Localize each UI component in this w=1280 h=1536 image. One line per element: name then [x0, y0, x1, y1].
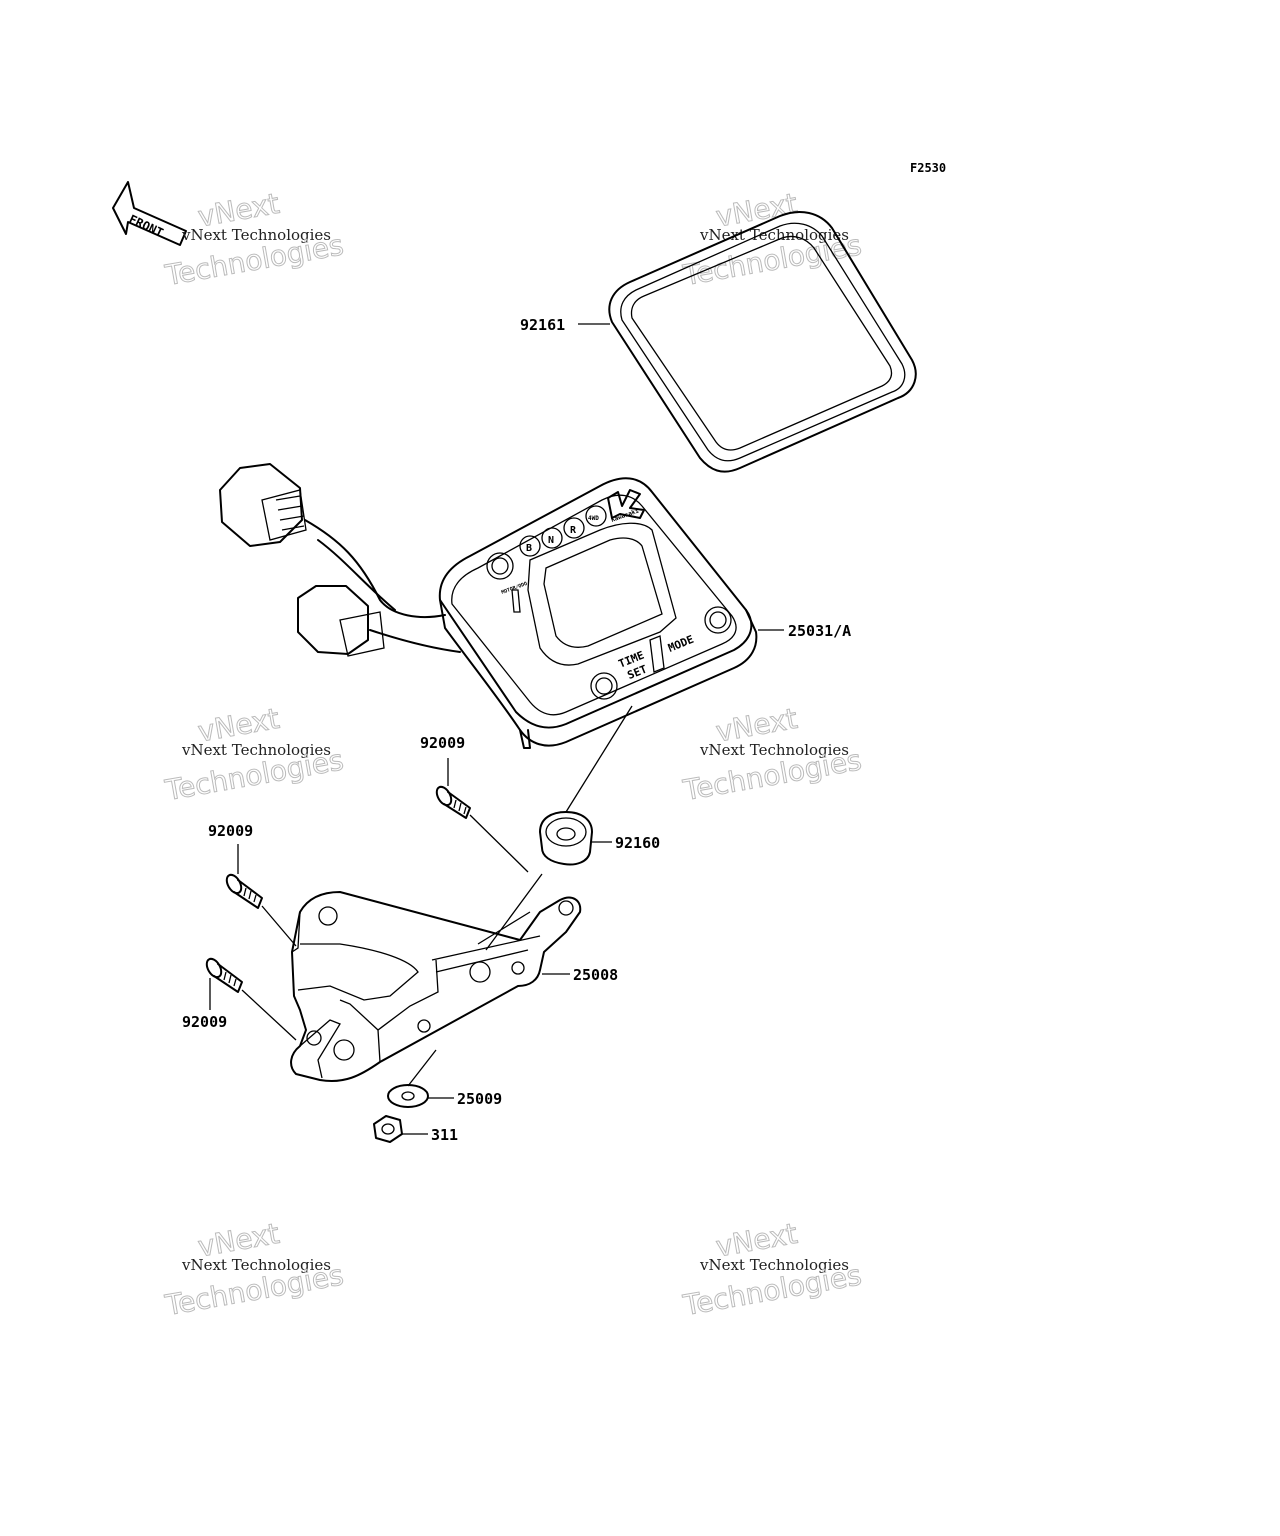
svg-text:vNext Technologies: vNext Technologies	[699, 1256, 849, 1274]
bracket-part	[290, 873, 582, 1082]
front-label: FRONT	[127, 212, 166, 240]
nut-part	[373, 1115, 403, 1143]
watermark-top-left: vNext vNext Technologies Technologies	[162, 186, 347, 292]
screw-upper-part	[435, 785, 471, 819]
front-arrow: FRONT	[112, 181, 187, 246]
label-bracket: 25008	[573, 966, 618, 984]
watermark-mid-right: vNext vNext Technologies Technologies	[680, 701, 865, 807]
indicator-4wd: 4WD	[588, 515, 599, 522]
bezel-part	[608, 211, 917, 473]
label-grommet: 92160	[615, 834, 660, 852]
wire-harness	[219, 463, 461, 657]
leader-washer-axis	[407, 1049, 437, 1087]
label-screw-left-top: 92009	[208, 822, 253, 840]
mode-label: MODE	[666, 633, 695, 655]
label-nut: 311	[431, 1126, 458, 1144]
svg-text:vNext Technologies: vNext Technologies	[699, 226, 849, 244]
label-screw-left-bottom: 92009	[182, 1013, 227, 1031]
watermark-top-right: vNext vNext Technologies Technologies	[680, 186, 865, 292]
brand-logo	[607, 489, 645, 519]
grommet-part	[539, 811, 593, 866]
washer-part	[387, 1084, 429, 1108]
leader-screw-left-top-axis	[261, 905, 297, 947]
label-meter: 25031/A	[788, 622, 851, 640]
leader-screw-upper-axis	[469, 814, 529, 873]
svg-text:vNext Technologies: vNext Technologies	[181, 1256, 331, 1274]
left-button-label: MOTOR/ODO	[501, 581, 529, 596]
svg-text:vNext Technologies: vNext Technologies	[181, 226, 331, 244]
brand-name: Kawasaki	[610, 507, 640, 524]
indicator-r: R	[570, 525, 577, 536]
watermark-mid-left: vNext vNext Technologies Technologies	[162, 701, 347, 807]
label-washer: 25009	[457, 1090, 502, 1108]
indicator-b: B	[526, 543, 532, 554]
label-screw-upper: 92009	[420, 734, 465, 752]
leader-grommet-axis	[565, 705, 633, 813]
label-bezel: 92161	[520, 316, 565, 334]
svg-text:vNext Technologies: vNext Technologies	[699, 741, 849, 759]
screw-left-bottom-part	[205, 957, 243, 993]
watermark-bottom-right: vNext vNext Technologies Technologies	[680, 1216, 865, 1322]
meter-part: B N R 4WD Kawasaki MOTOR/ODO TIME SET MO…	[438, 477, 758, 749]
indicator-n: N	[548, 535, 554, 546]
svg-text:vNext Technologies: vNext Technologies	[181, 741, 331, 759]
watermark-bottom-left: vNext vNext Technologies Technologies	[162, 1216, 347, 1322]
screw-left-top-part	[225, 873, 263, 909]
figure-code: F2530	[910, 161, 946, 175]
leader-screw-left-bottom-axis	[241, 989, 297, 1041]
